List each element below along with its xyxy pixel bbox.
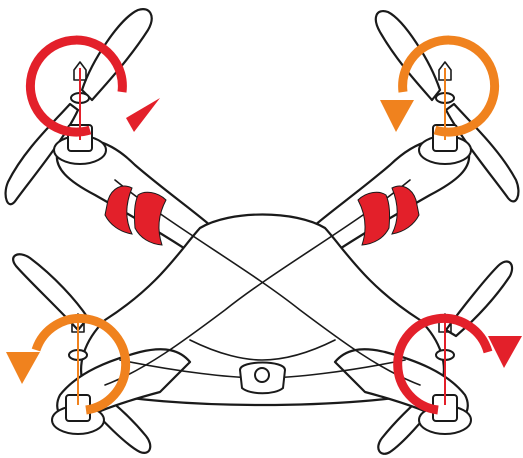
rotation-arc-front-left (25, 35, 127, 137)
front-arm-stripes (104, 185, 420, 246)
left-stripe-outer (104, 185, 133, 235)
drone-body (55, 138, 471, 423)
arrowhead-front-left (126, 98, 160, 132)
clockwise-arrow-icon (393, 313, 522, 415)
propeller-blades (4, 8, 520, 455)
counter-clockwise-arrow-icon (380, 35, 500, 137)
rotation-arc-rear-left (31, 313, 131, 415)
left-stripe-inner (133, 191, 167, 246)
right-stripe-inner (357, 191, 391, 246)
right-stripe-outer (391, 185, 420, 235)
motor-hubs (51, 61, 472, 435)
counter-clockwise-arrow-icon (6, 313, 131, 415)
rotation-arc-front-right (398, 35, 500, 137)
rotation-arc-rear-right (393, 313, 493, 415)
camera-lens (254, 367, 270, 383)
arrowhead-rear-right (488, 336, 522, 368)
motor-rear-right (418, 313, 472, 435)
arrowhead-rear-left (6, 352, 40, 384)
clockwise-arrow-icon (25, 35, 160, 137)
arrowhead-front-right (380, 100, 414, 132)
rotation-arrows (6, 35, 522, 415)
